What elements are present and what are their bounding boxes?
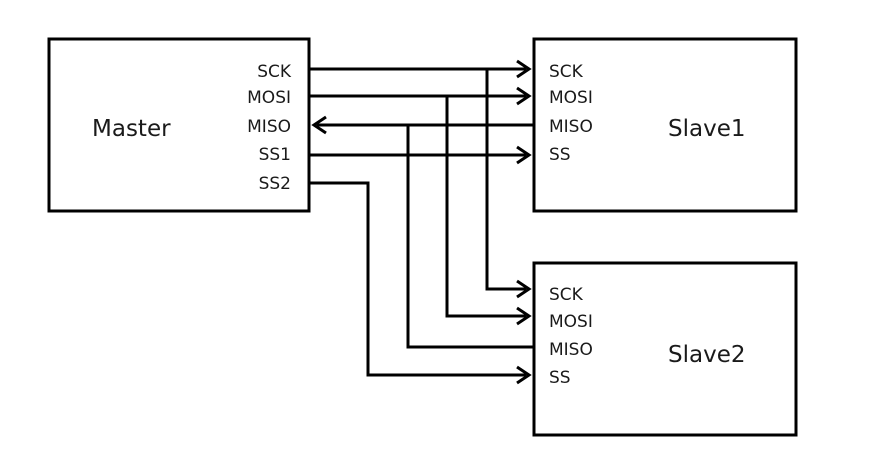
master-pin-miso: MISO <box>247 117 291 137</box>
wire-miso-slave2 <box>406 125 534 349</box>
slave2-title: Slave2 <box>668 342 745 368</box>
master-pin-ss1: SS1 <box>259 145 291 165</box>
slave2-box <box>532 261 798 437</box>
master-pin-ss2: SS2 <box>259 174 291 194</box>
arrowhead-sck-slave1 <box>516 59 532 79</box>
arrowhead-miso-master <box>311 115 327 135</box>
arrowhead-mosi-slave1 <box>516 86 532 106</box>
master-box <box>47 37 311 213</box>
master-pin-mosi: MOSI <box>247 88 291 108</box>
arrowhead-mosi-slave2 <box>516 306 532 326</box>
wire-ss2-slave2 <box>309 181 526 377</box>
slave2-pin-miso: MISO <box>549 340 593 360</box>
master-pin-sck: SCK <box>257 62 292 82</box>
slave1-title: Slave1 <box>668 116 745 142</box>
wire-mosi-slave2 <box>445 96 526 318</box>
slave2-pin-ss: SS <box>549 368 571 388</box>
arrowhead-ss2-slave2 <box>516 365 532 385</box>
slave1-box <box>532 37 798 213</box>
master-title: Master <box>92 116 171 142</box>
slave2-pin-sck: SCK <box>549 285 584 305</box>
slave1-pin-mosi: MOSI <box>549 88 593 108</box>
slave1-pin-miso: MISO <box>549 117 593 137</box>
slave1-pin-sck: SCK <box>549 62 584 82</box>
wire-sck-slave2 <box>485 69 526 291</box>
slave2-pin-mosi: MOSI <box>549 312 593 332</box>
arrowhead-sck-slave2 <box>516 279 532 299</box>
arrowhead-ss1-slave1 <box>516 145 532 165</box>
slave1-pin-ss: SS <box>549 145 571 165</box>
